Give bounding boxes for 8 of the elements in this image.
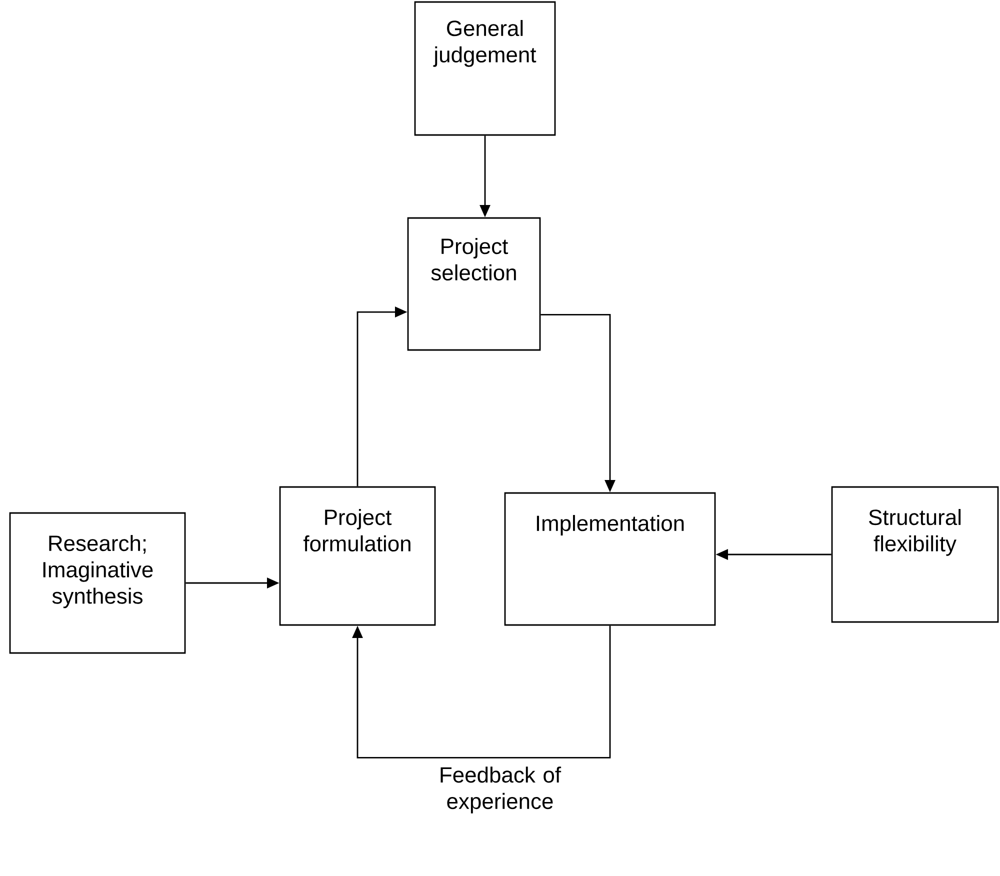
- process-box: Project selection: [407, 217, 541, 351]
- process-box: Implementation: [504, 492, 716, 626]
- process-box: Research; Imaginative synthesis: [9, 512, 186, 654]
- process-box: Structural flexibility: [831, 486, 999, 623]
- note-text: Feedback of experience: [440, 766, 562, 814]
- process-box: Project formulation: [279, 486, 436, 626]
- arrow: [352, 626, 611, 758]
- process-box: General judgement: [414, 1, 556, 136]
